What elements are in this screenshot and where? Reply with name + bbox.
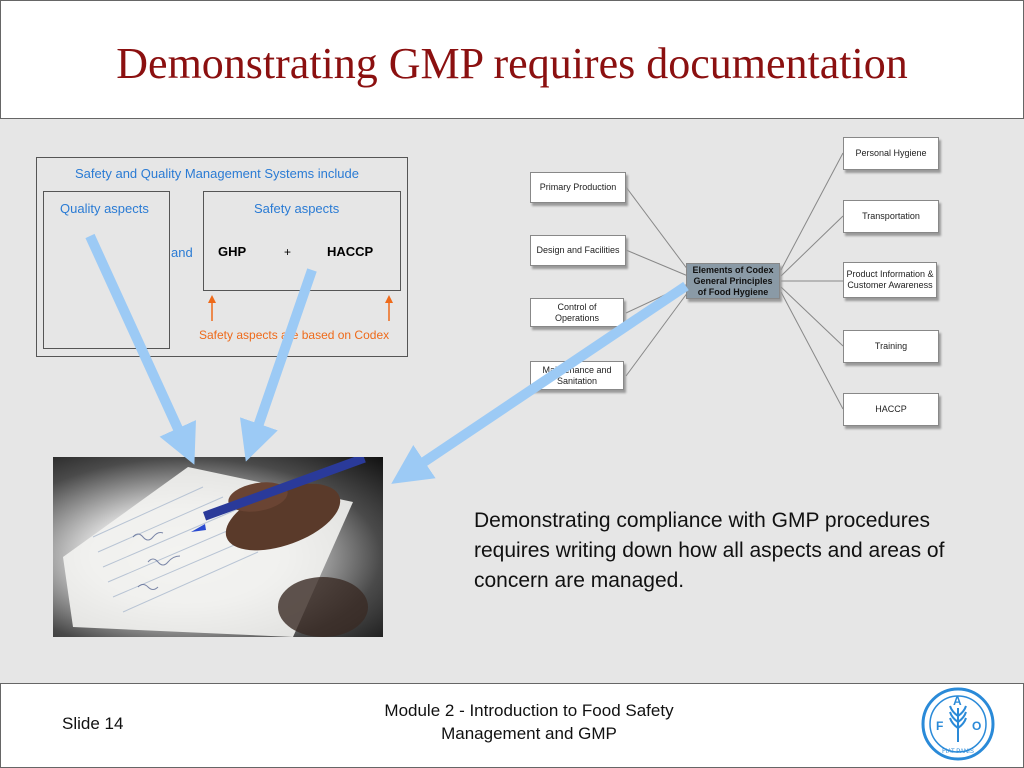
and-label: and bbox=[171, 245, 193, 260]
logo-motto: FIAT PANIS bbox=[942, 749, 974, 755]
haccp-label: HACCP bbox=[327, 244, 374, 259]
body-text: Demonstrating compliance with GMP proced… bbox=[474, 509, 945, 592]
node-primary-production: Primary Production bbox=[530, 172, 626, 203]
logo-letter-a: A bbox=[953, 694, 962, 708]
management-systems-box bbox=[36, 157, 408, 357]
quality-aspects-label: Quality aspects bbox=[60, 201, 149, 216]
node-design-and-facilities: Design and Facilities bbox=[530, 235, 626, 266]
logo-letter-o: O bbox=[972, 719, 981, 733]
node-control-of-operations: Control of Operations bbox=[530, 298, 624, 327]
ghp-label: GHP bbox=[218, 244, 247, 259]
notebook-illustration bbox=[63, 457, 368, 637]
slide-title: Demonstrating GMP requires documentation bbox=[116, 39, 908, 88]
slide-header bbox=[0, 0, 1024, 119]
node-product-information: Product Information & Customer Awareness bbox=[843, 262, 937, 298]
orange-up-arrows bbox=[208, 295, 393, 321]
logo-letter-f: F bbox=[936, 719, 943, 733]
node-codex-elements: Elements of Codex General Principles of … bbox=[686, 263, 780, 299]
writing-photo bbox=[53, 457, 383, 637]
module-title: Module 2 - Introduction to Food Safety M… bbox=[384, 701, 674, 743]
node-personal-hygiene: Personal Hygiene bbox=[843, 137, 939, 170]
slide-number: Slide 14 bbox=[62, 714, 124, 733]
quality-aspects-box bbox=[43, 191, 170, 349]
plus-label: + bbox=[284, 245, 292, 259]
node-transportation: Transportation bbox=[843, 200, 939, 233]
fao-logo: F A O FIAT PANIS bbox=[921, 687, 995, 761]
node-haccp: HACCP bbox=[843, 393, 939, 426]
safety-aspects-label: Safety aspects bbox=[254, 201, 340, 216]
management-systems-label: Safety and Quality Management Systems in… bbox=[75, 166, 359, 181]
node-training: Training bbox=[843, 330, 939, 363]
